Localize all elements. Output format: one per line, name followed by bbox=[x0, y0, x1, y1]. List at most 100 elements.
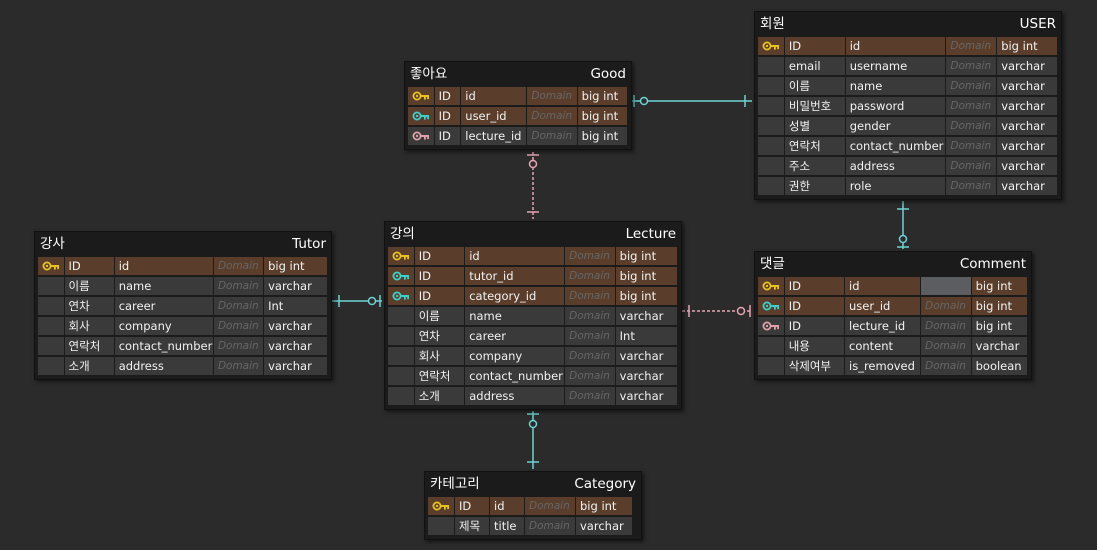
attribute-logical-name: ID bbox=[414, 267, 465, 285]
attribute-logical-name: 소개 bbox=[64, 357, 114, 375]
attribute-physical-name: career bbox=[465, 327, 565, 345]
icon-cell bbox=[388, 387, 414, 405]
entity-header[interactable]: 카테고리 Category bbox=[425, 472, 641, 496]
attribute-data-type: varchar bbox=[615, 387, 678, 405]
key-icon-cell bbox=[428, 497, 454, 515]
icon-cell bbox=[38, 357, 64, 375]
icon-cell bbox=[38, 297, 64, 315]
attribute-physical-name: content bbox=[845, 337, 921, 355]
entity-logical-name: 카테고리 bbox=[430, 476, 480, 492]
relation-optional-mark bbox=[736, 306, 746, 316]
entity-physical-name: Category bbox=[574, 476, 636, 492]
attribute-domain: Domain bbox=[946, 97, 997, 115]
attribute-data-type: big int bbox=[615, 247, 678, 265]
attribute-domain: Domain bbox=[213, 277, 264, 295]
attribute-data-type: varchar bbox=[997, 77, 1057, 95]
primary-key-icon bbox=[762, 281, 779, 291]
attribute-logical-name: 연차 bbox=[414, 327, 465, 345]
attribute-domain: Domain bbox=[565, 247, 615, 265]
attribute-physical-name: category_id bbox=[465, 287, 565, 305]
attribute-data-type: varchar bbox=[576, 517, 632, 535]
attribute-logical-name: 이름 bbox=[64, 277, 114, 295]
attribute-logical-name: 삭제여부 bbox=[784, 357, 845, 375]
attribute-data-type: boolean bbox=[971, 357, 1027, 375]
attribute-domain: Domain bbox=[946, 117, 997, 135]
attribute-domain: Domain bbox=[921, 357, 971, 375]
key-icon-cell bbox=[408, 127, 434, 145]
attribute-data-type: varchar bbox=[997, 177, 1057, 195]
attribute-physical-name: tutor_id bbox=[465, 267, 565, 285]
attribute-physical-name: gender bbox=[845, 117, 946, 135]
icon-cell bbox=[388, 347, 414, 365]
foreign-key-icon bbox=[392, 291, 409, 301]
icon-cell bbox=[428, 517, 454, 535]
attribute-physical-name: address bbox=[465, 387, 565, 405]
attribute-logical-name: 회사 bbox=[64, 317, 114, 335]
entity-logical-name: 강의 bbox=[390, 226, 415, 242]
relation-optional-mark bbox=[528, 159, 538, 169]
attribute-data-type: Int bbox=[615, 327, 678, 345]
attribute-data-type: varchar bbox=[997, 117, 1057, 135]
attribute-physical-name: name bbox=[845, 77, 946, 95]
attribute-domain: Domain bbox=[525, 517, 575, 535]
attribute-physical-name: id bbox=[465, 247, 565, 265]
attribute-logical-name: 권한 bbox=[784, 177, 845, 195]
attribute-logical-name: 연락처 bbox=[784, 137, 845, 155]
icon-cell bbox=[388, 367, 414, 385]
icon-cell bbox=[758, 137, 784, 155]
key-icon-cell bbox=[388, 287, 414, 305]
attribute-data-type: big int bbox=[615, 287, 678, 305]
attribute-data-type: varchar bbox=[264, 357, 327, 375]
key-icon-cell bbox=[408, 107, 434, 125]
attribute-domain: Domain bbox=[213, 357, 264, 375]
attribute-data-type: varchar bbox=[264, 317, 327, 335]
attribute-domain: Domain bbox=[946, 177, 997, 195]
foreign-key-icon bbox=[412, 131, 429, 141]
icon-cell bbox=[758, 117, 784, 135]
entity-physical-name: USER bbox=[1019, 16, 1056, 32]
